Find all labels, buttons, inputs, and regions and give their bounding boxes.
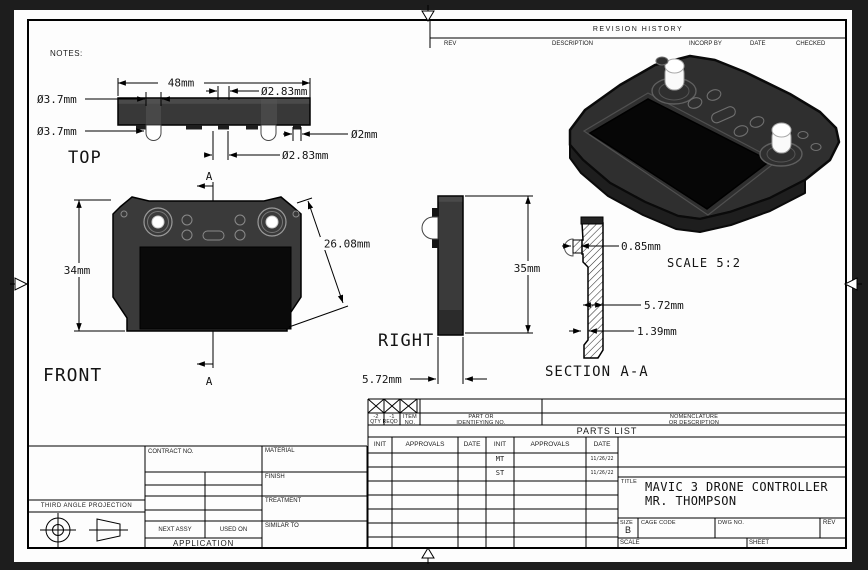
- parts-or-description: OR DESCRIPTION: [668, 419, 720, 426]
- scale-label: SCALE: [620, 540, 640, 546]
- right-view: 35mm 5.72mm RIGHT: [362, 195, 548, 386]
- approval-row-date: 11/26/22: [590, 457, 614, 462]
- contract-no-label: CONTRACT NO.: [148, 449, 194, 455]
- section-dimension-lines: [562, 243, 641, 334]
- joystick-left: [143, 207, 173, 237]
- approvals-right-init: INIT: [493, 441, 507, 448]
- material-label: MATERIAL: [265, 448, 295, 454]
- revision-history-grid: [429, 20, 846, 48]
- right-antenna-nub: [421, 216, 439, 240]
- top-view-label: TOP: [68, 148, 102, 168]
- next-assy-label: NEXT ASSY: [158, 527, 192, 533]
- center-marks: [10, 5, 862, 564]
- drawing-author: MR. THOMPSON: [645, 494, 737, 508]
- section-view: 0.85mm SCALE 5:2 5.72mm 1.39mm SECTION A…: [545, 216, 741, 380]
- similar-to-label: SIMILAR TO: [265, 523, 299, 529]
- dim-top-width: 48mm: [168, 77, 195, 90]
- revision-col-checked: CHECKED: [796, 41, 826, 47]
- section-mark-top: A: [206, 170, 213, 183]
- third-angle-projection-label: THIRD ANGLE PROJECTION: [40, 502, 133, 509]
- parts-dash1: -1: [389, 414, 395, 420]
- dim-top-tab-upper: Ø2.83mm: [261, 85, 308, 98]
- approvals-left-approvals: APPROVALS: [405, 441, 445, 448]
- dim-section-wall: 1.39mm: [637, 325, 677, 338]
- title-field-label: TITLE: [621, 479, 637, 485]
- size-label: SIZE: [620, 519, 634, 526]
- top-view-tabs: [136, 125, 301, 130]
- revision-history-title: REVISION HISTORY: [592, 26, 684, 33]
- isometric-view: [568, 54, 841, 233]
- approval-row-date: 11/26/22: [590, 471, 614, 476]
- dim-front-height: 34mm: [64, 264, 91, 277]
- title-block-grid: [28, 398, 846, 549]
- parts-list-title: PARTS LIST: [576, 426, 638, 436]
- parts-part-or: PART OR: [468, 414, 494, 420]
- cage-code-label: CAGE CODE: [641, 520, 676, 526]
- section-body: [581, 222, 604, 359]
- revision-col-incorp-by: INCORP BY: [689, 41, 722, 47]
- section-nub-circle: [564, 238, 574, 257]
- dim-right-depth: 5.72mm: [362, 373, 402, 386]
- antenna-nub-left: [145, 124, 162, 141]
- dim-section-nub: 0.85mm: [621, 240, 661, 253]
- notes-label: NOTES:: [50, 49, 83, 58]
- revision-col-description: DESCRIPTION: [552, 41, 594, 47]
- approval-row-init: MT: [495, 455, 505, 463]
- parts-dash2: -2: [373, 414, 379, 420]
- section-scale-label: SCALE 5:2: [667, 256, 741, 270]
- dwg-no-label: DWG NO.: [718, 520, 745, 526]
- top-view: 48mm Ø2.83mm Ø3.7mm Ø3.7mm Ø2mm Ø2.83mm …: [37, 76, 378, 168]
- iso-joystick-left: [651, 58, 697, 105]
- antenna-nub-right: [260, 124, 277, 141]
- section-view-label: SECTION A-A: [545, 364, 649, 380]
- dim-right-height: 35mm: [514, 262, 541, 275]
- rev-label: REV: [823, 520, 836, 526]
- parts-nomenclature: NOMENCLATURE: [669, 414, 719, 420]
- drawing-title: MAVIC 3 DRONE CONTROLLER: [645, 480, 828, 494]
- section-mark-bottom: A: [206, 375, 213, 388]
- parts-identifying-no: IDENTIFYING NO.: [456, 419, 506, 426]
- iso-buttons: [655, 56, 822, 152]
- revision-col-date: DATE: [750, 41, 766, 47]
- approvals-left-date: DATE: [463, 441, 481, 448]
- approvals-right-date: DATE: [593, 441, 611, 448]
- joystick-right: [257, 207, 287, 237]
- parts-item: ITEM: [403, 414, 417, 420]
- dim-top-tab-lower: Ø2.83mm: [282, 149, 329, 162]
- top-view-dimension-lines: [85, 78, 348, 160]
- size-value: B: [624, 525, 631, 535]
- revision-col-rev: REV: [444, 41, 457, 47]
- right-view-label: RIGHT: [378, 331, 434, 351]
- sheet-label: SHEET: [749, 540, 770, 546]
- parts-no: NO.: [404, 419, 416, 426]
- section-nub: [572, 239, 583, 254]
- dim-top-antenna-upper: Ø3.7mm: [37, 93, 77, 106]
- front-buttons: [181, 214, 246, 241]
- front-view: 34mm 26.08mm A A FRONT: [43, 170, 374, 388]
- iso-body-side: [569, 144, 806, 233]
- approval-row-init: ST: [495, 469, 505, 477]
- iso-joystick-right: [759, 122, 803, 167]
- treatment-label: TREATMENT: [265, 498, 302, 504]
- approvals-right-approvals: APPROVALS: [530, 441, 570, 448]
- used-on-label: USED ON: [219, 527, 248, 533]
- dim-top-hole: Ø2mm: [351, 128, 378, 141]
- front-screen: [139, 246, 292, 330]
- approvals-left-init: INIT: [373, 441, 387, 448]
- third-angle-projection-symbol: [40, 513, 128, 547]
- dim-section-depth: 5.72mm: [644, 299, 684, 312]
- finish-label: FINISH: [265, 474, 285, 480]
- front-view-label: FRONT: [43, 365, 102, 386]
- application-label: APPLICATION: [172, 538, 235, 548]
- dim-front-screen: 26.08mm: [324, 238, 371, 251]
- dim-top-antenna-lower: Ø3.7mm: [37, 125, 77, 138]
